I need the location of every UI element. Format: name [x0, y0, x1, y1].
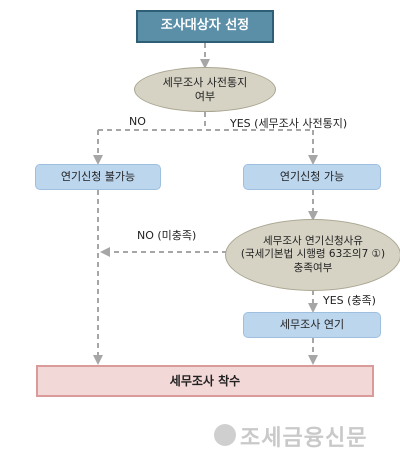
possible-label: 연기신청 가능: [279, 170, 345, 184]
start-node-label: 조사대상자 선정: [160, 18, 250, 34]
commence-node: 세무조사 착수: [36, 365, 374, 397]
decision1-line2: 여부: [194, 89, 216, 103]
watermark-text: 조세금융신문: [240, 426, 368, 451]
decision1-node: 세무조사 사전통지 여부: [134, 67, 276, 112]
postpone-node: 세무조사 연기: [243, 312, 381, 338]
decision1-node-label: 세무조사 사전통지 여부: [163, 76, 247, 104]
edge-label-yes1: YES (세무조사 사전통지): [230, 117, 348, 130]
decision2-node-label: 세무조사 연기신청사유 (국세기본법 시행령 63조의7 ①) 충족여부: [241, 235, 385, 274]
commence-label: 세무조사 착수: [169, 373, 241, 388]
watermark-logo-icon: [214, 424, 236, 446]
decision2-node: 세무조사 연기신청사유 (국세기본법 시행령 63조의7 ①) 충족여부: [225, 219, 400, 291]
edge-label-no1: NO: [129, 115, 146, 128]
postpone-label: 세무조사 연기: [279, 318, 345, 332]
not-possible-label: 연기신청 불가능: [60, 170, 136, 184]
edge-label-no2: NO (미충족): [137, 229, 197, 242]
not-possible-node: 연기신청 불가능: [35, 164, 161, 190]
edge-label-yes2: YES (충족): [323, 294, 376, 307]
decision2-line1: 세무조사 연기신청사유: [263, 235, 363, 248]
start-node: 조사대상자 선정: [136, 10, 274, 43]
possible-node: 연기신청 가능: [243, 164, 381, 190]
decision1-line1: 세무조사 사전통지: [162, 75, 248, 89]
decision2-line2: (국세기본법 시행령 63조의7 ①): [240, 248, 386, 261]
decision2-line3: 충족여부: [293, 261, 333, 274]
